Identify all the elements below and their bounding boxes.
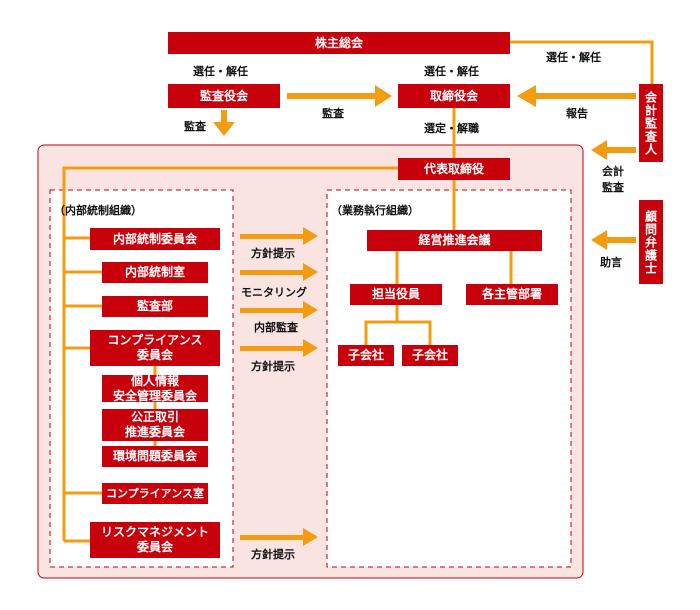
privacy-committee-box: 個人情報 安全管理委員会	[102, 374, 208, 403]
accounting-auditor-box: 会計監査人	[639, 84, 663, 162]
internal-control-section-title: （内部統制組織）	[54, 204, 142, 217]
officer-in-charge-box: 担当役員	[350, 284, 442, 305]
policy-label-1: 方針提示	[251, 247, 295, 260]
representative-director-box: 代表取締役	[398, 158, 510, 180]
accounting-audit-label: 会計 監査	[602, 165, 624, 194]
monitoring-label: モニタリング	[241, 286, 307, 299]
internal-control-office-box: 内部統制室	[102, 262, 208, 283]
appoint-dismiss-label-center: 選任・解任	[424, 65, 479, 78]
business-execution-section-title: （業務執行組織）	[331, 204, 419, 217]
internal-control-committee-box: 内部統制委員会	[90, 228, 220, 250]
report-label: 報告	[566, 107, 588, 120]
subsidiary-box-1: 子会社	[338, 345, 394, 366]
select-dismiss-label: 選定・解職	[424, 122, 479, 135]
management-council-box: 経営推進会議	[367, 230, 542, 251]
audit-board-box: 監査役会	[168, 84, 280, 108]
subsidiary-box-2: 子会社	[402, 345, 458, 366]
appoint-dismiss-label-left: 選任・解任	[193, 65, 248, 78]
shareholders-meeting-box: 株主総会	[168, 32, 510, 54]
appoint-dismiss-label-right: 選任・解任	[546, 51, 601, 64]
board-of-directors-box: 取締役会	[398, 84, 510, 108]
environment-committee-box: 環境問題委員会	[102, 446, 208, 467]
fair-trade-committee-box: 公正取引 推進委員会	[102, 409, 208, 441]
legal-advisor-box: 顧問弁護士	[639, 200, 663, 284]
internal-audit-label: 内部監査	[254, 321, 298, 334]
compliance-committee-box: コンプライアンス 委員会	[90, 330, 220, 366]
audit-department-box: 監査部	[102, 296, 208, 317]
policy-label-3: 方針提示	[251, 548, 295, 561]
compliance-office-box: コンプライアンス室	[102, 483, 208, 504]
advice-label: 助言	[600, 256, 622, 269]
policy-label-2: 方針提示	[251, 360, 295, 373]
department-heads-box: 各主管部署	[466, 284, 558, 305]
audit-label-right: 監査	[322, 107, 344, 120]
risk-management-committee-box: リスクマネジメント 委員会	[90, 522, 220, 558]
audit-label-down: 監査	[184, 120, 206, 133]
